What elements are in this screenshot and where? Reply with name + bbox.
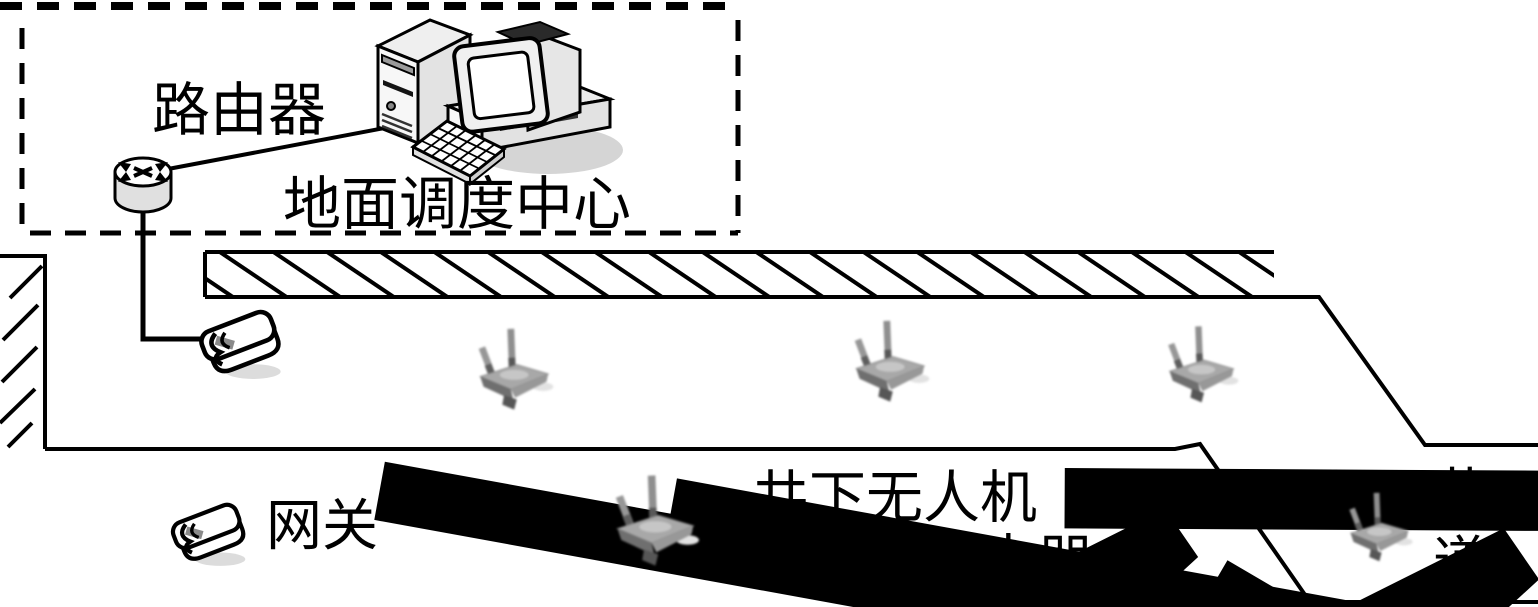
gateway-legend-label: 网关 (266, 496, 378, 558)
hatched-ceiling (203, 250, 1538, 447)
surface-router-label: 路由器 (152, 78, 327, 143)
router-to-dispatch-cable (167, 125, 391, 171)
surface-zone-dashed-box (0, 2, 741, 236)
dispatch-center-label: 地面调度中心 (283, 172, 632, 237)
drone-router-legend-line1: 井下无人机 (752, 467, 1037, 530)
dispatch-center-computer-icon (374, 18, 623, 187)
surface-router-icon (113, 156, 173, 214)
drone-router-icon-1 (470, 322, 555, 420)
left-wall-line (0, 254, 47, 449)
drone-router-legend-label: 井下无人机 搭载的路由器 (752, 467, 1094, 595)
drone-router-legend-line2: 搭载的路由器 (752, 530, 1094, 594)
computer-monitor (452, 20, 582, 134)
drone-router-icon-3 (1160, 320, 1240, 412)
gateway-icon (198, 309, 283, 379)
drone-router-icon-2 (846, 314, 931, 412)
wall-hatch-strokes (0, 264, 44, 449)
tunnel-ceiling-line (205, 295, 1538, 447)
legend-gateway-icon (170, 502, 247, 566)
legend-drone-router-icon (606, 468, 701, 577)
router-to-gateway-cable (140, 208, 205, 342)
drone-router-icon-4 (1342, 487, 1414, 570)
tunnel-label: 巷道 (1433, 465, 1489, 596)
computer-keyboard (410, 119, 507, 187)
